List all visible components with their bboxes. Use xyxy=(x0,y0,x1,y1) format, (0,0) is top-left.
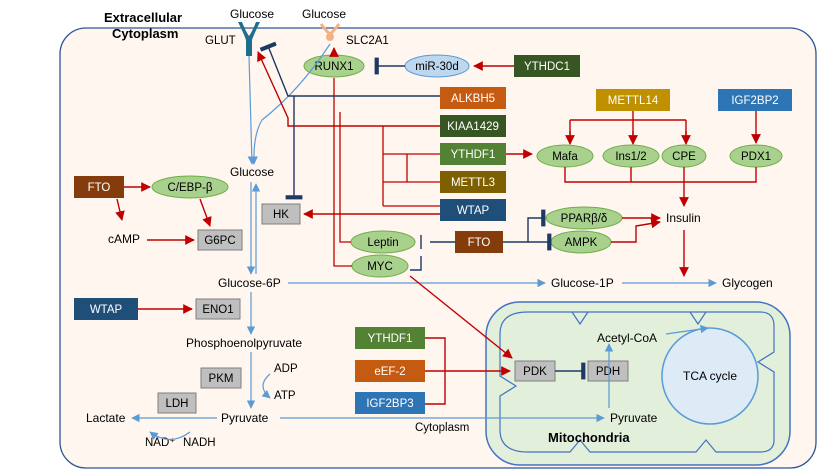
pdx1-node: PDX1 xyxy=(729,144,783,168)
svg-text:HK: HK xyxy=(273,209,289,221)
ythdf1-box-top: YTHDF1 xyxy=(440,143,506,165)
glucose-intracellular: Glucose xyxy=(230,165,274,179)
pkm-enzyme: PKM xyxy=(200,367,242,389)
svg-text:FTO: FTO xyxy=(88,182,111,194)
fto-box-mid: FTO xyxy=(455,231,503,253)
nadh-label: NADH xyxy=(183,437,216,449)
atp-label: ATP xyxy=(274,390,296,402)
svg-text:FTO: FTO xyxy=(468,237,491,249)
glut-label: GLUT xyxy=(205,35,236,47)
extracellular-label: Extracellular xyxy=(104,10,182,25)
hk-enzyme: HK xyxy=(261,203,301,225)
leptin-node: Leptin xyxy=(350,230,416,254)
svg-text:eEF-2: eEF-2 xyxy=(374,366,405,378)
insulin-label: Insulin xyxy=(666,211,701,225)
svg-text:G6PC: G6PC xyxy=(204,235,235,247)
g6pc-enzyme: G6PC xyxy=(197,229,243,251)
svg-text:PDX1: PDX1 xyxy=(741,151,771,163)
svg-text:Leptin: Leptin xyxy=(367,237,398,249)
svg-text:miR-30d: miR-30d xyxy=(415,61,458,73)
svg-text:METTL14: METTL14 xyxy=(608,95,659,107)
mettl14-box: METTL14 xyxy=(596,89,670,111)
ythdc1-box: YTHDC1 xyxy=(514,55,580,77)
svg-text:PKM: PKM xyxy=(209,373,234,385)
cebpb-node: C/EBP-β xyxy=(151,175,229,199)
igf2bp3-box: IGF2BP3 xyxy=(355,392,425,414)
glucose-1p-label: Glucose-1P xyxy=(551,276,614,290)
svg-text:C/EBP-β: C/EBP-β xyxy=(168,182,213,194)
glucose-label-left: Glucose xyxy=(230,7,274,21)
svg-text:IGF2BP3: IGF2BP3 xyxy=(366,398,413,410)
myc-node: MYC xyxy=(351,254,409,278)
kiaa1429-box: KIAA1429 xyxy=(440,115,506,137)
metabolic-flow-arrows xyxy=(131,43,717,441)
eef2-box: eEF-2 xyxy=(355,360,425,382)
pep-label: Phosphoenolpyruvate xyxy=(186,336,302,350)
ppar-node: PPARβ/δ xyxy=(545,206,623,230)
mir30d-node: miR-30d xyxy=(404,54,470,78)
cytoplasm-label-top: Cytoplasm xyxy=(112,26,178,41)
svg-text:METTL3: METTL3 xyxy=(451,177,495,189)
svg-text:Ins1/2: Ins1/2 xyxy=(615,151,646,163)
svg-text:ENO1: ENO1 xyxy=(202,304,233,316)
lactate-label: Lactate xyxy=(86,411,126,425)
glycogen-label: Glycogen xyxy=(722,276,773,290)
svg-text:CPE: CPE xyxy=(672,151,696,163)
svg-text:LDH: LDH xyxy=(165,398,188,410)
tca-cycle-label: TCA cycle xyxy=(683,369,737,383)
svg-text:IGF2BP2: IGF2BP2 xyxy=(731,95,778,107)
ins12-node: Ins1/2 xyxy=(602,144,660,168)
nad-label: NAD⁺ xyxy=(145,437,175,449)
glucose-label-right: Glucose xyxy=(302,7,346,21)
slc2a1-label: SLC2A1 xyxy=(346,35,389,47)
svg-text:Mafa: Mafa xyxy=(552,151,578,163)
svg-text:KIAA1429: KIAA1429 xyxy=(447,121,499,133)
glut-transporter-icon xyxy=(238,22,260,56)
igf2bp2-box: IGF2BP2 xyxy=(718,89,792,111)
pdk-enzyme: PDK xyxy=(514,360,556,382)
regulator-bracket-lines xyxy=(333,78,440,267)
fto-box-left: FTO xyxy=(74,176,124,198)
activation-arrows xyxy=(115,47,761,405)
wtap-box-left: WTAP xyxy=(74,298,138,320)
pdh-enzyme: PDH xyxy=(587,360,629,382)
wtap-box-mid: WTAP xyxy=(440,199,506,221)
runx1-node: RUNX1 xyxy=(303,54,365,78)
slc2a1-transporter-icon xyxy=(319,23,341,41)
ampk-node: AMPK xyxy=(550,230,612,254)
svg-text:PPARβ/δ: PPARβ/δ xyxy=(561,213,608,225)
adp-label: ADP xyxy=(274,363,298,375)
svg-text:AMPK: AMPK xyxy=(565,237,598,249)
camp-label: cAMP xyxy=(108,232,140,246)
ythdf1-box-bottom: YTHDF1 xyxy=(355,327,425,349)
cytoplasm-label-bottom: Cytoplasm xyxy=(415,422,469,434)
glucose-6p-label: Glucose-6P xyxy=(218,276,281,290)
svg-text:YTHDF1: YTHDF1 xyxy=(451,149,496,161)
mettl3-box: METTL3 xyxy=(440,171,506,193)
svg-text:PDK: PDK xyxy=(523,366,547,378)
svg-text:ALKBH5: ALKBH5 xyxy=(451,93,495,105)
svg-text:RUNX1: RUNX1 xyxy=(315,61,354,73)
mafa-node: Mafa xyxy=(536,144,594,168)
tca-cycle-circle xyxy=(661,327,759,425)
svg-text:YTHDC1: YTHDC1 xyxy=(524,61,570,73)
mitochondria-label: Mitochondria xyxy=(548,430,630,445)
inhibition-lines xyxy=(259,41,586,380)
acetyl-coa-label: Acetyl-CoA xyxy=(597,331,657,345)
cpe-node: CPE xyxy=(661,144,707,168)
svg-text:WTAP: WTAP xyxy=(90,304,123,316)
alkbh5-box: ALKBH5 xyxy=(440,87,506,109)
svg-text:PDH: PDH xyxy=(596,366,620,378)
svg-text:YTHDF1: YTHDF1 xyxy=(368,333,413,345)
pyruvate-label: Pyruvate xyxy=(221,411,269,425)
svg-text:MYC: MYC xyxy=(367,261,393,273)
ldh-enzyme: LDH xyxy=(157,392,197,414)
eno1-enzyme: ENO1 xyxy=(195,298,241,320)
svg-text:WTAP: WTAP xyxy=(457,205,490,217)
mito-pyruvate-label: Pyruvate xyxy=(610,411,658,425)
